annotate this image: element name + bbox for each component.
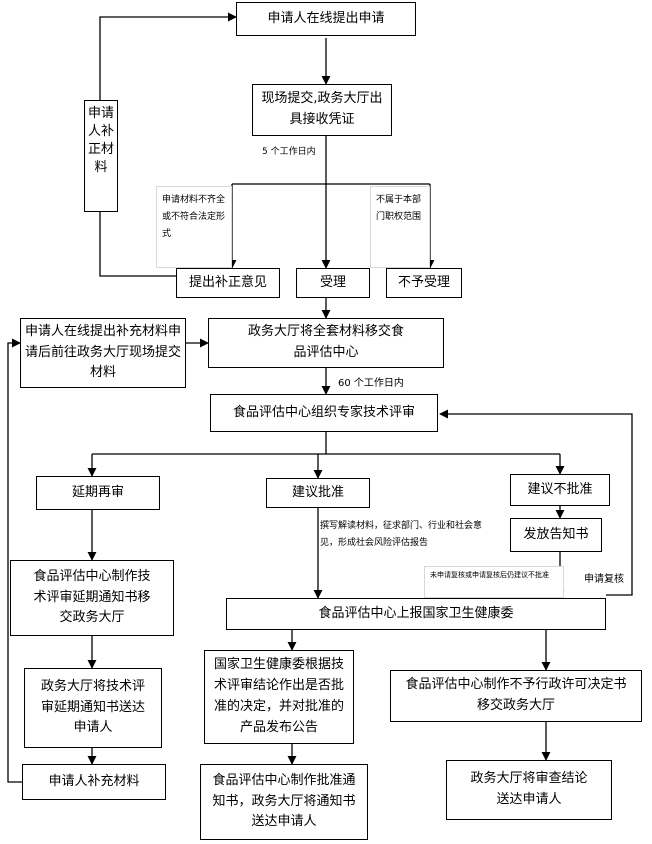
node-extension-notice: 食品评估中心制作技术评审延期通知书移交政务大厅 xyxy=(10,560,174,636)
node-deliver-review-result: 政务大厅将审查结论送达申请人 xyxy=(446,760,612,820)
node-transfer-to-center: 政务大厅将全套材料移交食品评估中心 xyxy=(208,318,444,368)
note-sixty-days: 60 个工作日内 xyxy=(338,378,404,389)
node-reject-decision: 食品评估中心制作不予行政许可决定书移交政务大厅 xyxy=(390,670,642,722)
note-incomplete: 申请材料不齐全或不符合法定形式 xyxy=(162,195,226,240)
note-apply-recheck: 申请复核 xyxy=(584,574,624,585)
node-accept: 受理 xyxy=(296,268,370,298)
node-suggest-approve: 建议批准 xyxy=(266,478,370,508)
node-deliver-extension-notice: 政务大厅将技术评审延期通知书送达申请人 xyxy=(24,668,162,748)
note-box-incomplete xyxy=(156,186,232,268)
node-expert-review: 食品评估中心组织专家技术评审 xyxy=(210,394,438,432)
node-apply-extension-online: 申请人在线提出补充材料申请后前往政务大厅现场提交材料 xyxy=(20,318,186,388)
node-approval-notice: 食品评估中心制作批准通知书，政务大厅将通知书送达申请人 xyxy=(200,764,368,840)
node-supplement-opinion: 提出补正意见 xyxy=(176,268,280,298)
note-no-recheck: 未申请复核或申请复核后仍建议不批准 xyxy=(430,571,549,579)
node-onsite-submit: 现场提交,政务大厅出具接收凭证 xyxy=(252,84,392,136)
node-commission-decision: 国家卫生健康委根据技术评审结论作出是否批准的决定，并对批准的产品发布公告 xyxy=(204,650,354,744)
arrow-supplement-back-loop xyxy=(7,338,22,783)
node-report-to-commission: 食品评估中心上报国家卫生健康委 xyxy=(226,598,606,630)
node-issue-notice: 发放告知书 xyxy=(510,518,602,552)
arrow-recheck-loop xyxy=(439,409,633,596)
node-not-accept: 不予受理 xyxy=(386,268,462,298)
node-apply-online: 申请人在线提出申请 xyxy=(236,2,416,36)
node-extend-review: 延期再审 xyxy=(36,476,160,510)
note-drafting: 撰写解读材料，征求部门、行业和社会意见，形成社会风险评估报告 xyxy=(320,521,483,549)
note-out-of-scope: 不属于本部门职权范围 xyxy=(376,195,422,223)
note-box-out-of-scope xyxy=(370,186,430,268)
node-applicant-supplement: 申请人补充材料 xyxy=(22,764,166,800)
node-suggest-reject: 建议不批准 xyxy=(510,474,610,506)
node-supplement-material: 申请人补正材料 xyxy=(84,100,118,212)
note-five-days: 5 个工作日内 xyxy=(262,147,316,157)
note-box-no-recheck xyxy=(424,566,564,598)
